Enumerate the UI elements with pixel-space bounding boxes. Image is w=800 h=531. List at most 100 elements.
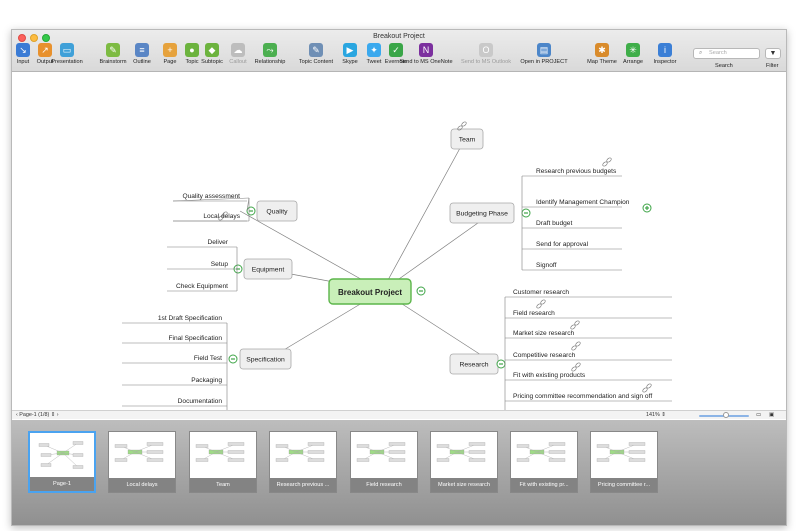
topic-specification[interactable] <box>239 348 292 370</box>
toolbar-tweet-button[interactable]: ✦Tweet <box>362 43 386 65</box>
thumbnail-preview <box>275 442 325 462</box>
subtopic-label: 1st Draft Specification <box>158 315 222 322</box>
page-thumbnail[interactable]: Page-1 <box>28 431 96 493</box>
hyperlink-icon[interactable] <box>570 324 576 330</box>
page-thumbnail-label: Pricing committee r... <box>591 478 657 492</box>
subtopic-label: Competitive research <box>513 352 576 359</box>
page-thumbnail[interactable]: Field research <box>350 431 418 493</box>
fit-page-icon[interactable]: ▭ <box>756 412 762 418</box>
toolbar-page-button[interactable]: +Page <box>158 43 182 65</box>
page-navigator[interactable]: ‹ Page-1 (1/8) ⇕ › <box>16 412 59 418</box>
subtopic-label: Packaging <box>191 377 222 384</box>
evernote-icon: ✓ <box>389 43 403 57</box>
page-thumbnail[interactable]: Market size research <box>430 431 498 493</box>
toolbar-arrange-button[interactable]: ✳Arrange <box>603 43 663 65</box>
subtopic-label: Field research <box>513 310 555 317</box>
subtopic-label: Check Equipment <box>176 283 228 290</box>
toolbar-presentation-button[interactable]: ▭Presentation <box>37 43 97 65</box>
toolbar-evernote-button[interactable]: ✓Evernote <box>366 43 426 65</box>
topic-quality-label: Quality <box>266 208 288 215</box>
toolbar-skype-button[interactable]: ▶Skype <box>338 43 362 65</box>
page-thumbnail-label: Research previous ... <box>270 478 336 492</box>
search-placeholder: Search <box>709 50 727 56</box>
toolbar-outline-button[interactable]: ≡ Outline <box>112 43 172 65</box>
zoom-window-button[interactable] <box>42 34 50 42</box>
subtopic-label: Setup <box>211 261 229 268</box>
toolbar-label: Topic Content <box>298 59 334 65</box>
toolbar-label: Inspector <box>653 59 677 65</box>
filter-icon: ▼ <box>769 50 777 57</box>
onenote-icon: N <box>419 43 433 57</box>
subtopic-label: Send for approval <box>536 241 589 248</box>
thumbnail-preview <box>356 442 406 462</box>
toolbar-label: Output <box>36 59 54 65</box>
topic-equipment[interactable] <box>243 258 293 280</box>
toolbar-topic-button[interactable]: ●Topic <box>180 43 204 65</box>
toolbar-input-button[interactable]: ↘Input <box>12 43 35 65</box>
toolbar-map-theme-button[interactable]: ✱Map Theme <box>572 43 632 65</box>
prev-page-icon[interactable]: ‹ <box>16 412 18 418</box>
page-thumbnail-label: Local delays <box>109 478 175 492</box>
title-bar: Breakout Project ↘Input↗Output▭Presentat… <box>12 30 786 72</box>
central-topic[interactable] <box>328 278 412 305</box>
subtopic-label: Customer research <box>513 289 569 296</box>
project-icon: ▤ <box>537 43 551 57</box>
subtopic-label: Fit with existing products <box>513 372 586 379</box>
topic-icon: ● <box>185 43 199 57</box>
toolbar-label: Open in PROJECT <box>520 59 568 65</box>
central-topic-label: Breakout Project <box>338 288 402 297</box>
minimize-window-button[interactable] <box>30 34 38 42</box>
subtopic-label: Pricing committee recommendation and sig… <box>513 393 652 400</box>
inspector-icon: i <box>658 43 672 57</box>
search-icon: ⌕ <box>699 50 703 56</box>
zoom-stepper-icon[interactable]: ⇕ <box>661 412 666 418</box>
page-stepper-icon[interactable]: ⇕ <box>50 412 56 418</box>
toolbar-subtopic-button[interactable]: ◆Subtopic <box>182 43 242 65</box>
hyperlink-icon[interactable] <box>602 161 608 167</box>
toolbar-label: Map Theme <box>587 59 617 65</box>
zoom-control[interactable]: 141% ⇕ <box>646 412 666 418</box>
hyperlink-icon[interactable] <box>571 345 577 351</box>
filter-button[interactable]: ▼ <box>765 48 781 59</box>
callout-icon: ☁ <box>231 43 245 57</box>
hyperlink-icon[interactable] <box>571 366 577 372</box>
topic-specification-label: Specification <box>246 356 285 363</box>
toolbar-output-button[interactable]: ↗Output <box>33 43 57 65</box>
topic-content-icon: ✎ <box>309 43 323 57</box>
page-thumbnail[interactable]: Local delays <box>108 431 176 493</box>
hyperlink-icon[interactable] <box>218 215 224 221</box>
next-page-icon[interactable]: › <box>56 412 59 418</box>
toolbar-topic-content-button[interactable]: ✎ Topic Content <box>286 43 346 65</box>
page-thumbnail[interactable]: Pricing committee r... <box>590 431 658 493</box>
toolbar-label: Skype <box>342 59 358 65</box>
page-thumbnail[interactable]: Team <box>189 431 257 493</box>
page-thumbnail[interactable]: Research previous ... <box>269 431 337 493</box>
toolbar-label: Subtopic <box>201 59 223 65</box>
hyperlink-icon[interactable] <box>457 125 463 131</box>
outline-icon: ≡ <box>135 43 149 57</box>
toolbar-project-button[interactable]: ▤ Open in PROJECT <box>514 43 574 65</box>
panel-toggle-icon[interactable]: ▣ <box>769 412 775 418</box>
hyperlink-icon[interactable] <box>642 387 648 393</box>
connector-line <box>381 212 493 292</box>
app-window: Breakout Project ↘Input↗Output▭Presentat… <box>11 29 787 526</box>
zoom-slider-knob[interactable] <box>723 412 729 418</box>
toolbar-label: Outline <box>133 59 151 65</box>
close-window-button[interactable] <box>18 34 26 42</box>
toolbar-relationship-button[interactable]: ⤳Relationship <box>240 43 300 65</box>
topic-team[interactable] <box>450 128 484 150</box>
topic-quality[interactable] <box>256 200 298 222</box>
toolbar-brainstorm-button[interactable]: ✎Brainstorm <box>83 43 143 65</box>
connector-line <box>172 197 250 202</box>
page-thumbnail[interactable]: Fit with existing pr... <box>510 431 578 493</box>
search-input[interactable]: ⌕ Search <box>693 48 760 59</box>
topic-budgeting-phase[interactable] <box>449 202 515 224</box>
hyperlink-icon[interactable] <box>536 303 542 309</box>
subtopic-label: Draft budget <box>536 220 572 227</box>
toolbar-label: Brainstorm <box>99 59 127 65</box>
